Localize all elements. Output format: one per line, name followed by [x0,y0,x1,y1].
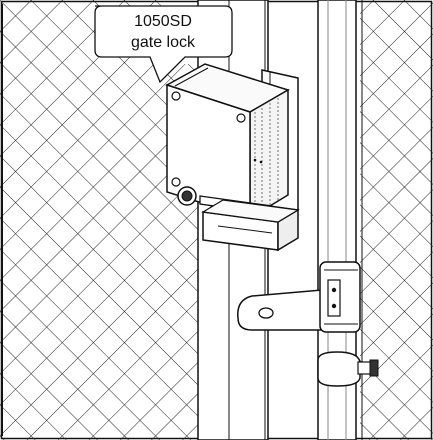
lower-pipe-clamp [317,351,379,387]
indicator-led-icon [259,160,263,164]
indicator-led-icon [253,158,257,162]
bracket-hole-icon [258,307,274,319]
callout-bubble [94,5,233,84]
screw-icon [171,177,181,187]
callout: 1050SD gate lock [94,5,233,84]
callout-product-label: gate lock [131,34,196,51]
left-gate-mesh [0,0,198,440]
callout-model-label: 1050SD [134,13,192,30]
strike-bracket-arm [237,261,361,333]
strike-keeper [201,199,300,252]
screw-icon [171,91,181,101]
key-cylinder-icon [177,186,197,206]
lock-box [165,63,290,220]
screw-icon [236,113,246,123]
